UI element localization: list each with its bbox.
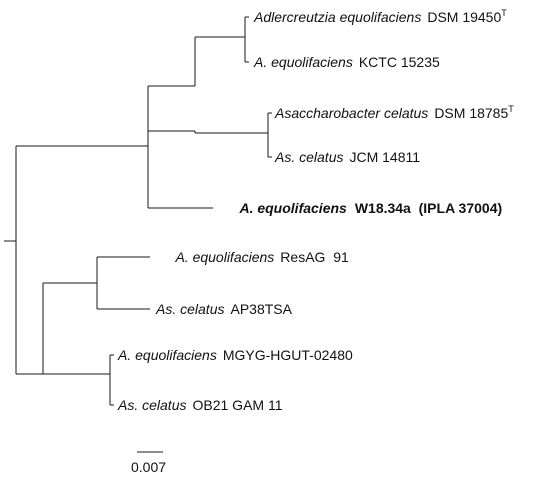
scale-bar-label: 0.007 bbox=[131, 459, 166, 475]
